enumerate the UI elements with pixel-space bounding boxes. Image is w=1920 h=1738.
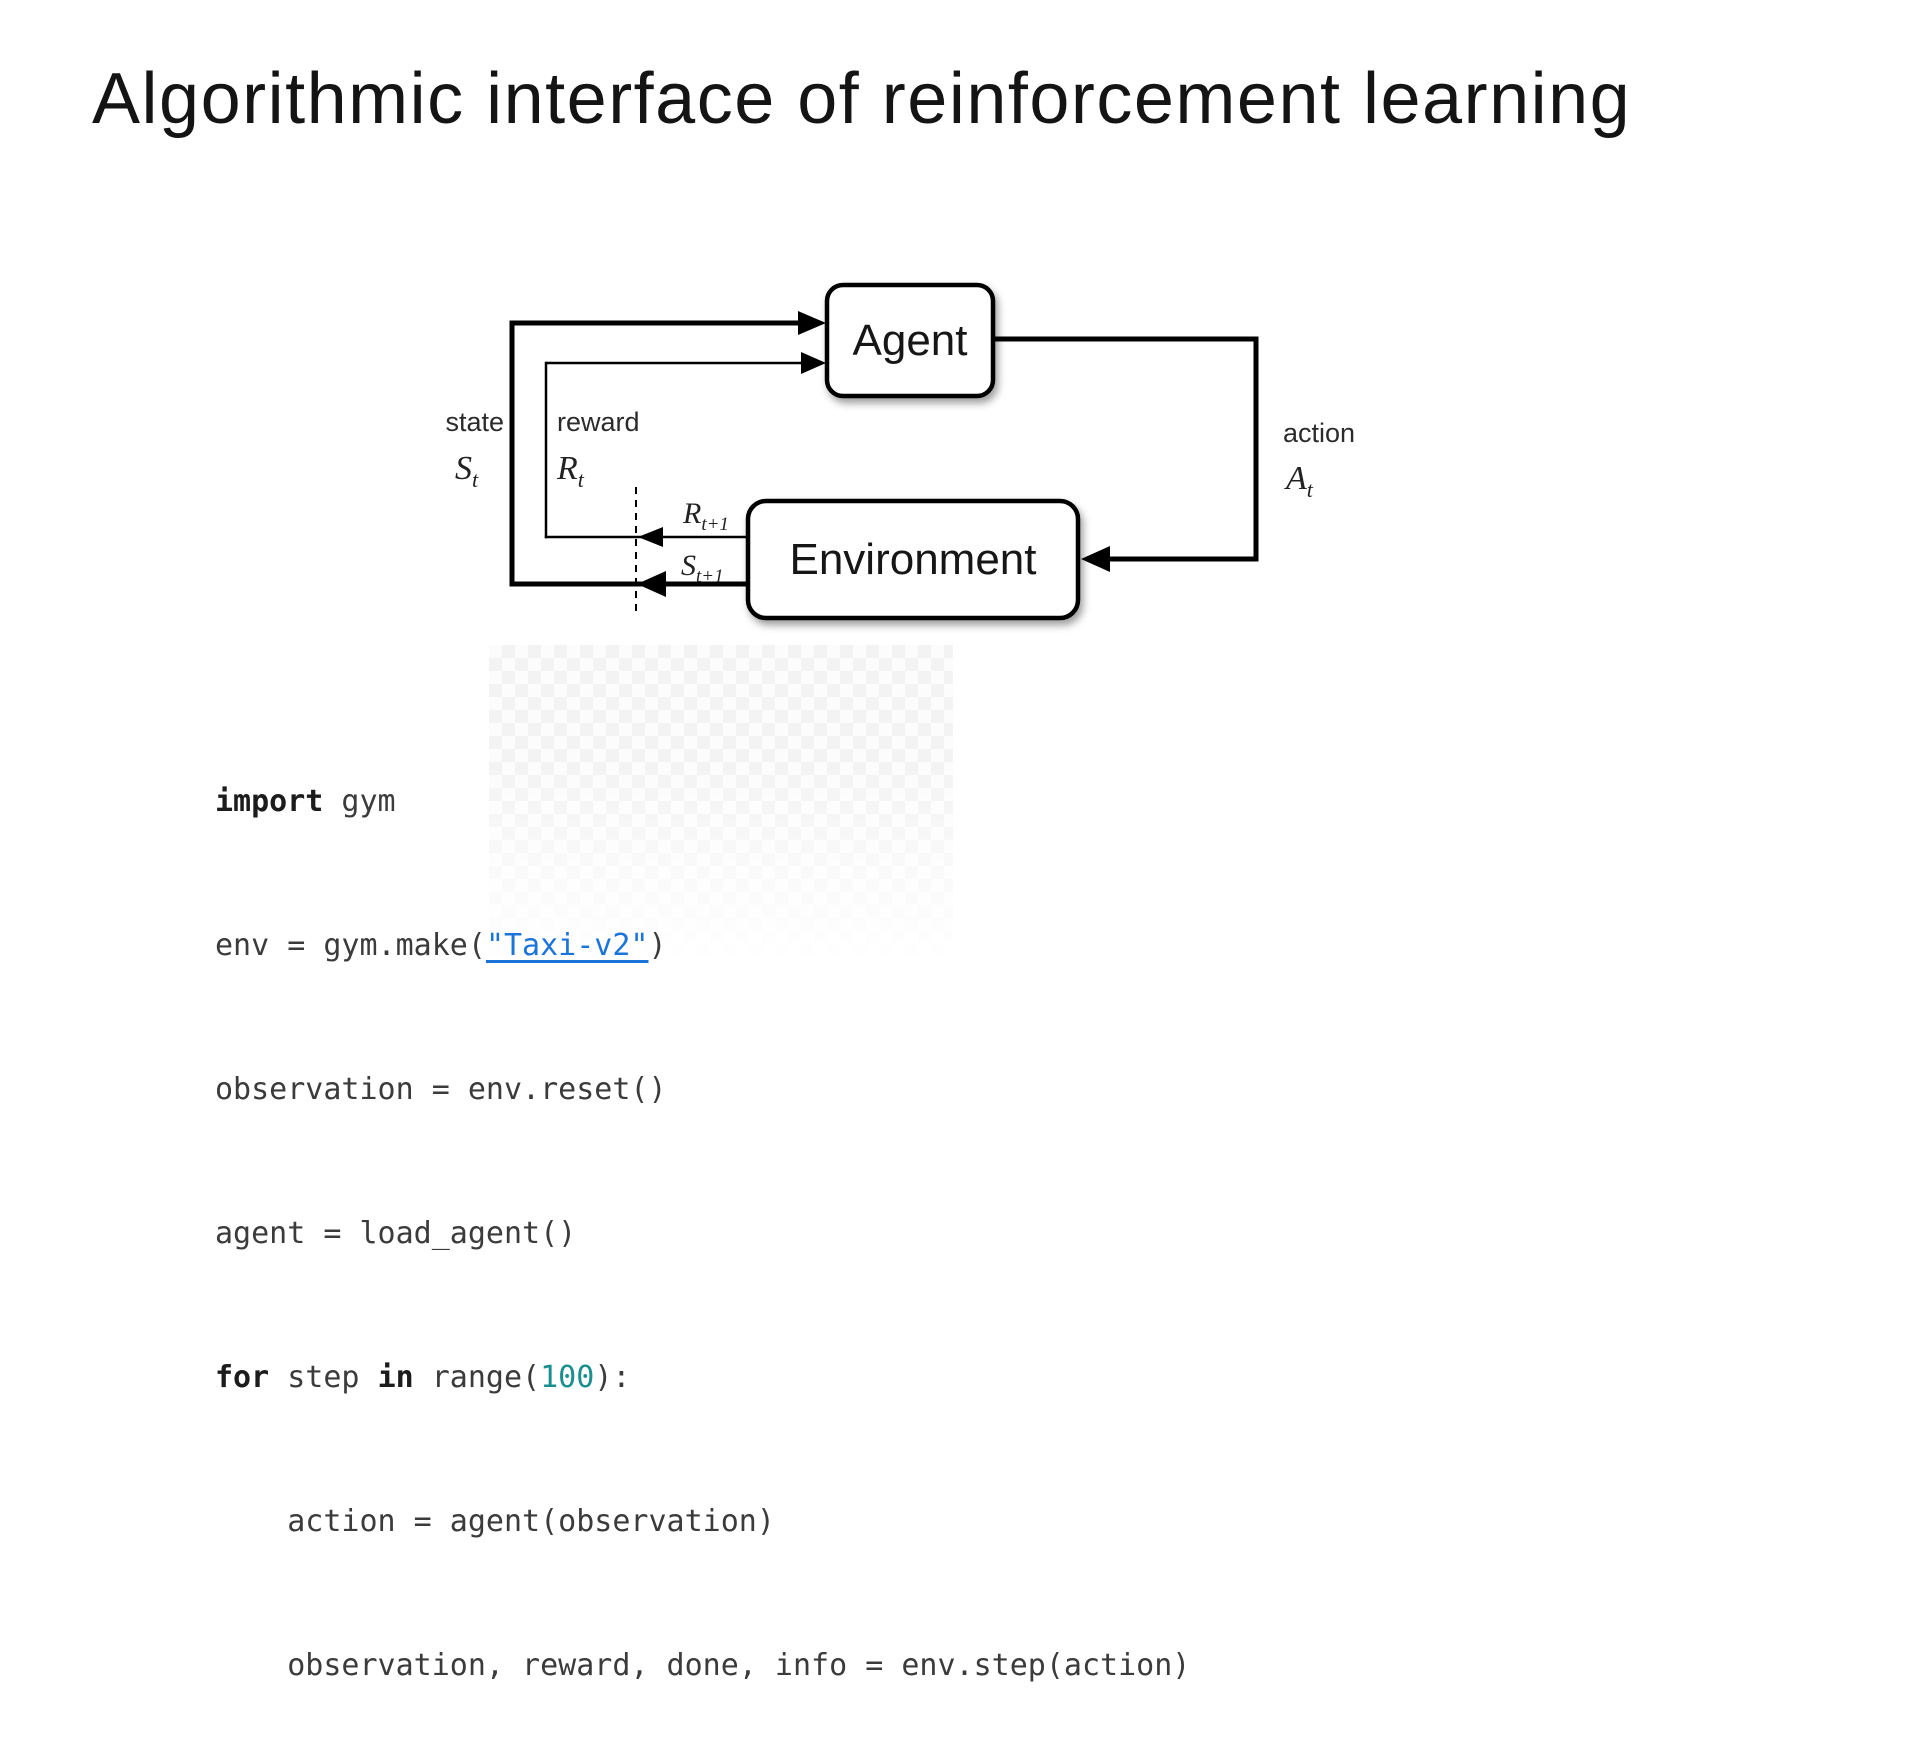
reward-label: reward <box>557 407 640 437</box>
next-state-arrowhead <box>637 571 666 597</box>
taxi-v2-link[interactable]: "Taxi-v2" <box>485 928 649 963</box>
code-token: ) <box>648 928 667 963</box>
state-symbol-main: S <box>455 450 472 487</box>
code-line: action = agent(observation) <box>215 1498 1190 1546</box>
slide-title: Algorithmic interface of reinforcement l… <box>92 59 1632 139</box>
code-token: agent = load_agent() <box>215 1216 577 1251</box>
code-line: agent = load_agent() <box>215 1210 1190 1258</box>
code-token: step <box>269 1360 378 1395</box>
state-label: state <box>445 407 504 437</box>
code-token: action = agent(observation) <box>215 1504 775 1539</box>
state-symbol-sub: t <box>472 467 479 492</box>
next-state-symbol-main: S <box>681 549 696 582</box>
code-token: observation = env.reset() <box>215 1072 667 1107</box>
transparency-checkerboard <box>489 645 953 980</box>
next-state-symbol-sub: t+1 <box>696 566 724 587</box>
number-literal: 100 <box>540 1360 595 1395</box>
rl-loop-diagram: Agent Environment state St reward Rt act… <box>445 282 1355 621</box>
code-line: observation = env.reset() <box>215 1066 1190 1114</box>
code-line: for step in range(100): <box>215 1354 1190 1402</box>
code-token: range( <box>413 1360 541 1395</box>
reward-symbol-main: R <box>556 450 578 487</box>
code-token: gym <box>323 784 396 819</box>
for-keyword: for <box>215 1360 270 1395</box>
reward-symbol-sub: t <box>578 467 585 492</box>
code-token: env = gym.make( <box>215 928 486 963</box>
state-symbol: St <box>455 450 479 492</box>
next-reward-symbol: Rt+1 <box>682 497 729 535</box>
action-symbol-main: A <box>1284 460 1307 497</box>
next-reward-arrowhead <box>638 527 663 547</box>
action-arrowhead-into-environment <box>1081 546 1110 572</box>
code-block: import gym env = gym.make("Taxi-v2") obs… <box>215 682 1190 1738</box>
action-label: action <box>1283 418 1355 448</box>
next-state-symbol: St+1 <box>681 549 724 587</box>
action-line <box>993 336 1259 562</box>
reward-symbol: Rt <box>556 450 585 492</box>
action-symbol: At <box>1284 460 1314 502</box>
action-symbol-sub: t <box>1307 477 1314 502</box>
agent-box-label: Agent <box>853 316 968 365</box>
agent-box <box>824 282 996 399</box>
environment-box-label: Environment <box>789 535 1036 584</box>
code-line: observation, reward, done, info = env.st… <box>215 1642 1190 1690</box>
in-keyword: in <box>377 1360 414 1395</box>
environment-box <box>745 498 1081 621</box>
code-line: import gym <box>215 778 1190 826</box>
next-reward-symbol-sub: t+1 <box>701 514 729 535</box>
state-arrowhead-into-agent <box>798 311 826 335</box>
slide-canvas: { "slide": { "title": "Algorithmic inter… <box>92 59 1632 1683</box>
reward-arrowhead-into-agent <box>801 352 826 374</box>
import-keyword: import <box>215 784 324 819</box>
code-token: ): <box>594 1360 631 1395</box>
next-reward-symbol-main: R <box>682 497 701 530</box>
code-token: observation, reward, done, info = env.st… <box>215 1648 1191 1683</box>
code-line: env = gym.make("Taxi-v2") <box>215 922 1190 970</box>
